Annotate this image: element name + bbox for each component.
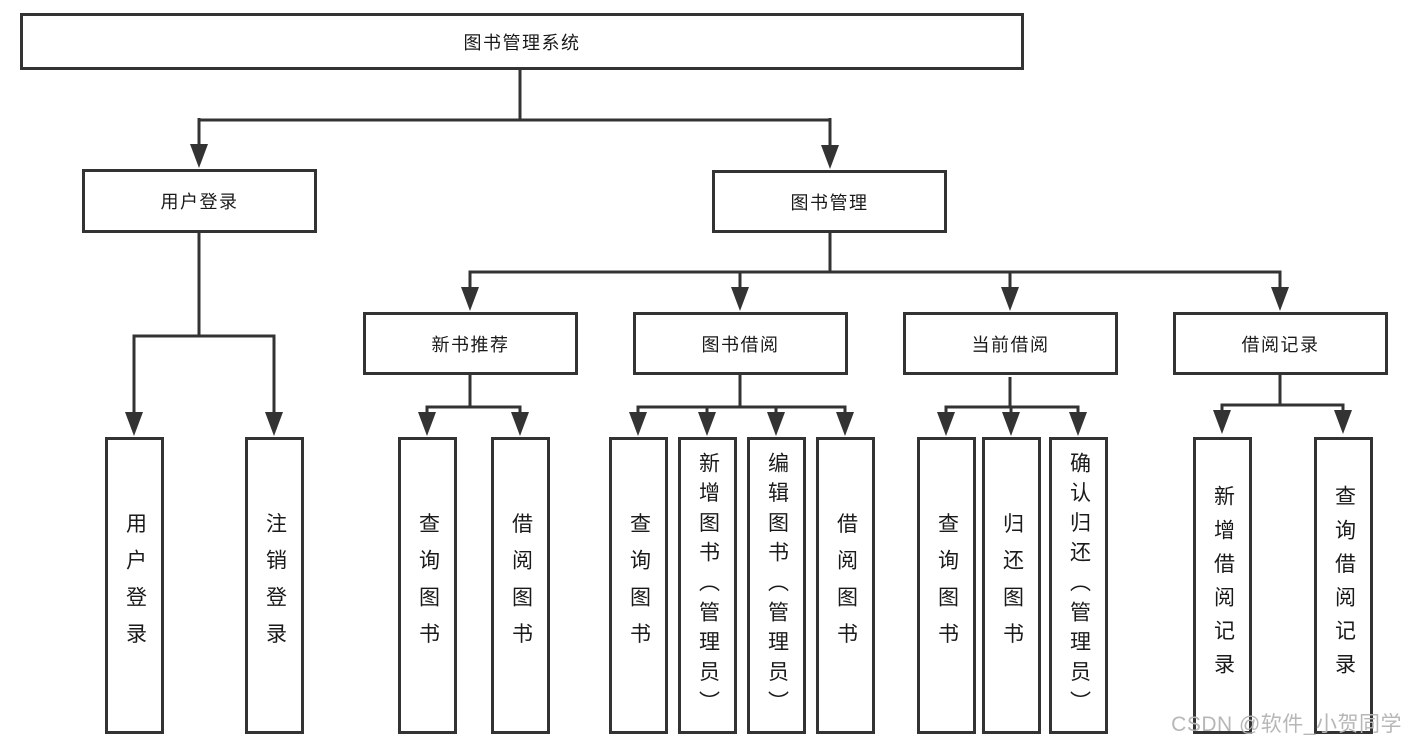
leaf-add-borrow-record: 新增借阅记录 (1193, 437, 1252, 734)
leaf-label: 查询图书 (416, 512, 440, 659)
leaf-add-books-admin: 新增图书（管理员） (678, 437, 737, 734)
node-borrow-records: 借阅记录 (1173, 312, 1388, 375)
leaf-confirm-return-admin: 确认归还（管理员） (1049, 437, 1108, 734)
leaf-query-borrow-record: 查询借阅记录 (1314, 437, 1373, 734)
leaf-borrow-books-2: 借阅图书 (816, 437, 875, 734)
leaf-query-books-2: 查询图书 (609, 437, 668, 734)
leaf-query-books-3: 查询图书 (917, 437, 976, 734)
leaf-label: 借阅图书 (509, 512, 533, 659)
leaf-edit-books-admin: 编辑图书（管理员） (747, 437, 806, 734)
node-library-management-system: 图书管理系统 (20, 13, 1024, 70)
leaf-label: 用户登录 (123, 512, 147, 659)
leaf-label: 新增借阅记录 (1211, 484, 1235, 687)
node-current-borrow: 当前借阅 (903, 312, 1118, 375)
node-label: 图书借阅 (701, 334, 780, 355)
leaf-label: 新增图书（管理员） (696, 451, 720, 720)
leaf-label: 借阅图书 (834, 512, 858, 659)
leaf-label: 注销登录 (263, 512, 287, 659)
leaf-return-books: 归还图书 (982, 437, 1041, 734)
leaf-logout: 注销登录 (245, 437, 304, 734)
node-label: 新书推荐 (431, 334, 510, 355)
leaf-borrow-books-1: 借阅图书 (491, 437, 550, 734)
leaf-user-login: 用户登录 (105, 437, 164, 734)
leaf-label: 确认归还（管理员） (1067, 451, 1091, 720)
leaf-label: 查询图书 (935, 512, 959, 659)
node-label: 借阅记录 (1241, 334, 1320, 355)
leaf-label: 编辑图书（管理员） (765, 451, 789, 720)
leaf-label: 查询图书 (627, 512, 651, 659)
node-label: 用户登录 (160, 192, 239, 212)
node-user-login: 用户登录 (82, 169, 317, 233)
node-book-borrow: 图书借阅 (633, 312, 848, 375)
node-label: 图书管理系统 (463, 32, 581, 53)
node-label: 当前借阅 (971, 334, 1050, 355)
leaf-label: 查询借阅记录 (1332, 484, 1356, 687)
node-book-management: 图书管理 (712, 170, 947, 233)
node-new-book-recommend: 新书推荐 (363, 312, 578, 375)
leaf-label: 归还图书 (1000, 512, 1024, 659)
node-label: 图书管理 (790, 192, 869, 213)
csdn-watermark: CSDN @软件_小贺同学 (1171, 713, 1402, 736)
leaf-query-books-1: 查询图书 (398, 437, 457, 734)
